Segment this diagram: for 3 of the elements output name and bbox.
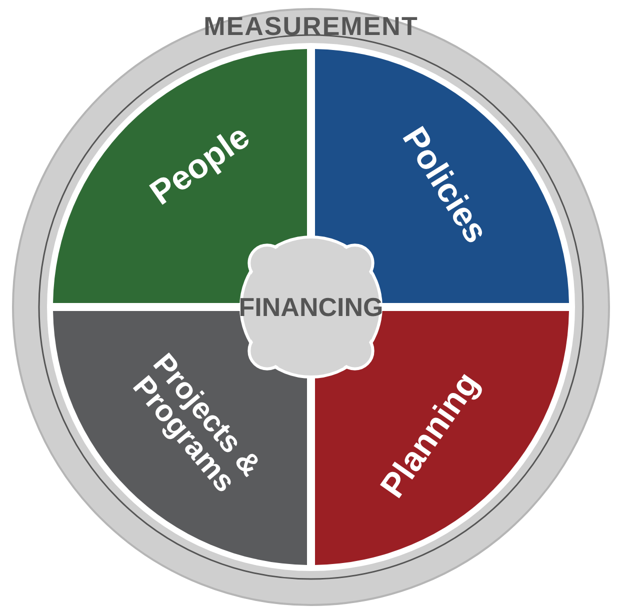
center-label: FINANCING xyxy=(238,292,384,323)
outer-ring xyxy=(11,7,611,607)
ring-label: MEASUREMENT xyxy=(202,11,420,42)
